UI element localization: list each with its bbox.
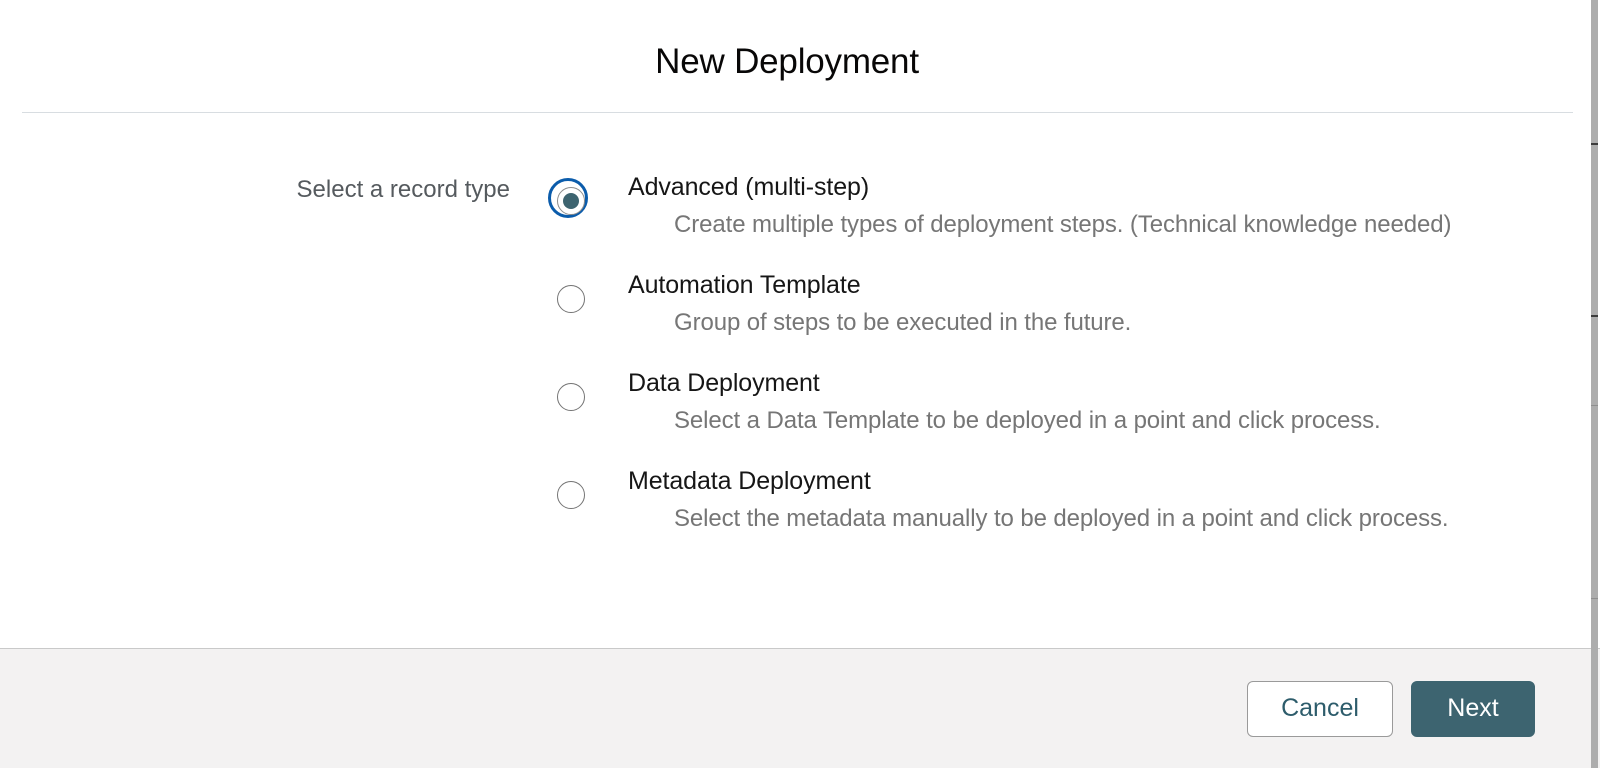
vertical-scrollbar[interactable] (1591, 0, 1598, 768)
radio-option-metadata-deployment[interactable]: Metadata Deployment Select the metadata … (542, 464, 1574, 562)
radio-option-automation-template[interactable]: Automation Template Group of steps to be… (542, 268, 1574, 366)
radio-description-advanced: Create multiple types of deployment step… (674, 211, 1452, 238)
radio-label-advanced: Advanced (multi-step) (628, 173, 870, 201)
cancel-button[interactable]: Cancel (1247, 680, 1393, 737)
radio-button-metadata-deployment[interactable] (546, 470, 590, 514)
radio-label-metadata-deployment: Metadata Deployment (628, 467, 871, 495)
radio-button-advanced[interactable] (546, 176, 590, 220)
scrollbar-tick (1591, 315, 1598, 317)
radio-text-block: Automation Template Group of steps to be… (590, 268, 1574, 340)
scrollbar-tick (1591, 143, 1598, 145)
radio-button-data-deployment[interactable] (546, 372, 590, 416)
radio-text-block: Metadata Deployment Select the metadata … (590, 464, 1574, 536)
record-type-form-row: Select a record type Advanced (multi-ste… (0, 170, 1574, 562)
record-type-label: Select a record type (296, 176, 510, 203)
record-type-radio-group[interactable]: Advanced (multi-step) Create multiple ty… (510, 170, 1574, 562)
scrollbar-segment (1591, 598, 1598, 599)
modal-footer: Cancel Next (0, 648, 1600, 768)
radio-option-advanced[interactable]: Advanced (multi-step) Create multiple ty… (542, 170, 1574, 268)
next-button[interactable]: Next (1411, 680, 1535, 737)
page-title: New Deployment (655, 42, 919, 81)
radio-description-data-deployment: Select a Data Template to be deployed in… (674, 407, 1381, 434)
radio-circle-icon (557, 383, 585, 411)
radio-circle-icon (557, 285, 585, 313)
scrollbar-segment (1591, 405, 1598, 406)
radio-label-automation-template: Automation Template (628, 271, 861, 299)
radio-button-automation-template[interactable] (546, 274, 590, 318)
radio-selected-dot-icon (563, 193, 579, 209)
modal-body: Select a record type Advanced (multi-ste… (0, 113, 1600, 648)
modal-header: New Deployment (0, 0, 1600, 113)
radio-description-metadata-deployment: Select the metadata manually to be deplo… (674, 505, 1449, 532)
radio-description-automation-template: Group of steps to be executed in the fut… (674, 309, 1132, 336)
radio-text-block: Data Deployment Select a Data Template t… (590, 366, 1574, 438)
radio-label-data-deployment: Data Deployment (628, 369, 820, 397)
radio-option-data-deployment[interactable]: Data Deployment Select a Data Template t… (542, 366, 1574, 464)
radio-text-block: Advanced (multi-step) Create multiple ty… (590, 170, 1574, 242)
radio-circle-icon (557, 481, 585, 509)
header-divider (22, 112, 1573, 113)
